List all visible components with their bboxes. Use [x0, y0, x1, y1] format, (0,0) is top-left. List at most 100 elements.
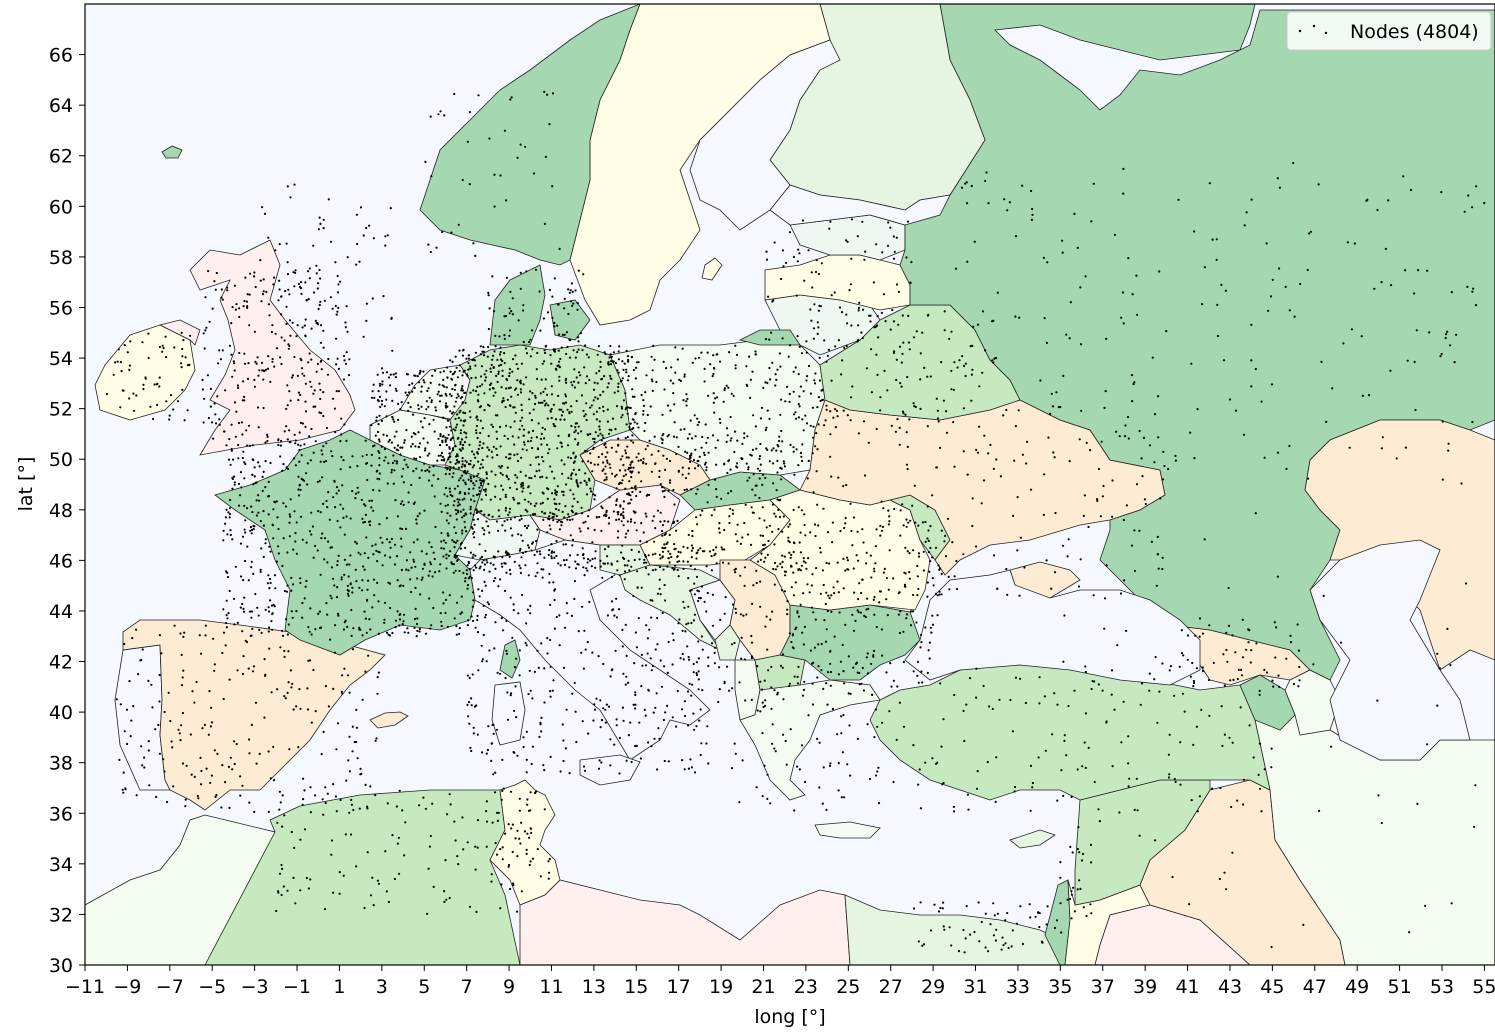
node-point — [418, 630, 421, 633]
node-point — [448, 594, 451, 597]
node-point — [448, 393, 452, 396]
node-point — [249, 529, 252, 532]
node-point — [479, 385, 482, 388]
node-point — [625, 371, 628, 374]
node-point — [500, 465, 504, 468]
node-point — [610, 355, 613, 358]
node-point — [656, 592, 660, 595]
node-point — [539, 392, 542, 395]
node-point — [668, 533, 671, 537]
node-point — [916, 575, 919, 578]
node-point — [802, 390, 805, 393]
node-point — [286, 633, 289, 636]
node-point — [252, 665, 256, 668]
node-point — [264, 608, 267, 611]
node-point — [488, 448, 491, 451]
node-point — [336, 310, 339, 313]
node-point — [329, 594, 332, 597]
node-point — [734, 344, 737, 347]
node-point — [283, 589, 286, 593]
node-point — [633, 558, 636, 562]
node-point — [490, 423, 493, 426]
node-point — [336, 586, 339, 589]
node-point — [330, 839, 334, 842]
node-point — [593, 463, 596, 466]
node-point — [636, 570, 639, 573]
node-point — [713, 651, 716, 655]
node-point — [409, 578, 412, 581]
node-point — [597, 655, 600, 658]
node-point — [471, 605, 474, 608]
node-point — [501, 473, 504, 476]
node-point — [661, 556, 664, 559]
node-point — [450, 394, 453, 398]
node-point — [857, 559, 860, 562]
node-point — [361, 634, 364, 637]
node-point — [690, 694, 693, 697]
node-point — [226, 286, 229, 289]
node-point — [976, 323, 980, 326]
node-point — [781, 666, 784, 669]
node-point — [865, 551, 868, 554]
node-point — [311, 525, 314, 528]
node-point — [197, 797, 200, 800]
node-point — [998, 698, 1001, 701]
node-point — [243, 362, 247, 365]
node-point — [481, 658, 484, 661]
node-point — [776, 443, 779, 447]
node-point — [372, 509, 375, 512]
node-point — [816, 321, 819, 324]
node-point — [843, 682, 846, 685]
node-point — [403, 854, 406, 857]
node-point — [239, 494, 242, 497]
node-point — [796, 610, 799, 613]
node-point — [697, 464, 700, 467]
node-point — [333, 584, 336, 587]
node-point — [1168, 773, 1171, 776]
node-point — [1203, 538, 1206, 541]
node-point — [837, 789, 840, 792]
node-point — [322, 346, 325, 349]
node-point — [362, 234, 365, 237]
node-point — [522, 487, 525, 490]
node-point — [794, 628, 797, 631]
node-point — [366, 588, 369, 591]
node-point — [245, 640, 249, 644]
node-point — [269, 777, 272, 780]
node-point — [1163, 464, 1166, 468]
node-point — [600, 377, 604, 380]
node-point — [336, 291, 340, 294]
node-point — [1130, 544, 1134, 547]
node-point — [606, 420, 610, 423]
node-point — [1018, 316, 1021, 319]
node-point — [247, 667, 250, 670]
island-mallorca — [369, 711, 409, 729]
node-point — [440, 620, 443, 623]
node-point — [1258, 689, 1261, 693]
node-point — [864, 250, 867, 253]
node-point — [476, 474, 479, 477]
node-point — [280, 313, 283, 316]
node-point — [235, 303, 238, 306]
node-point — [279, 356, 282, 359]
node-point — [444, 440, 447, 443]
node-point — [508, 555, 511, 558]
node-point — [1034, 915, 1037, 918]
node-point — [487, 725, 490, 728]
node-point — [322, 227, 325, 230]
node-point — [315, 264, 318, 267]
node-point — [364, 783, 367, 787]
node-point — [585, 481, 588, 484]
node-point — [307, 626, 310, 629]
node-point — [354, 497, 357, 500]
node-point — [821, 569, 825, 572]
node-point — [960, 186, 964, 189]
node-point — [622, 557, 626, 561]
node-point — [243, 352, 246, 355]
node-point — [1126, 415, 1130, 419]
node-point — [385, 631, 389, 634]
node-point — [798, 768, 801, 771]
node-point — [698, 719, 701, 722]
node-point — [543, 437, 546, 440]
node-point — [814, 445, 817, 448]
